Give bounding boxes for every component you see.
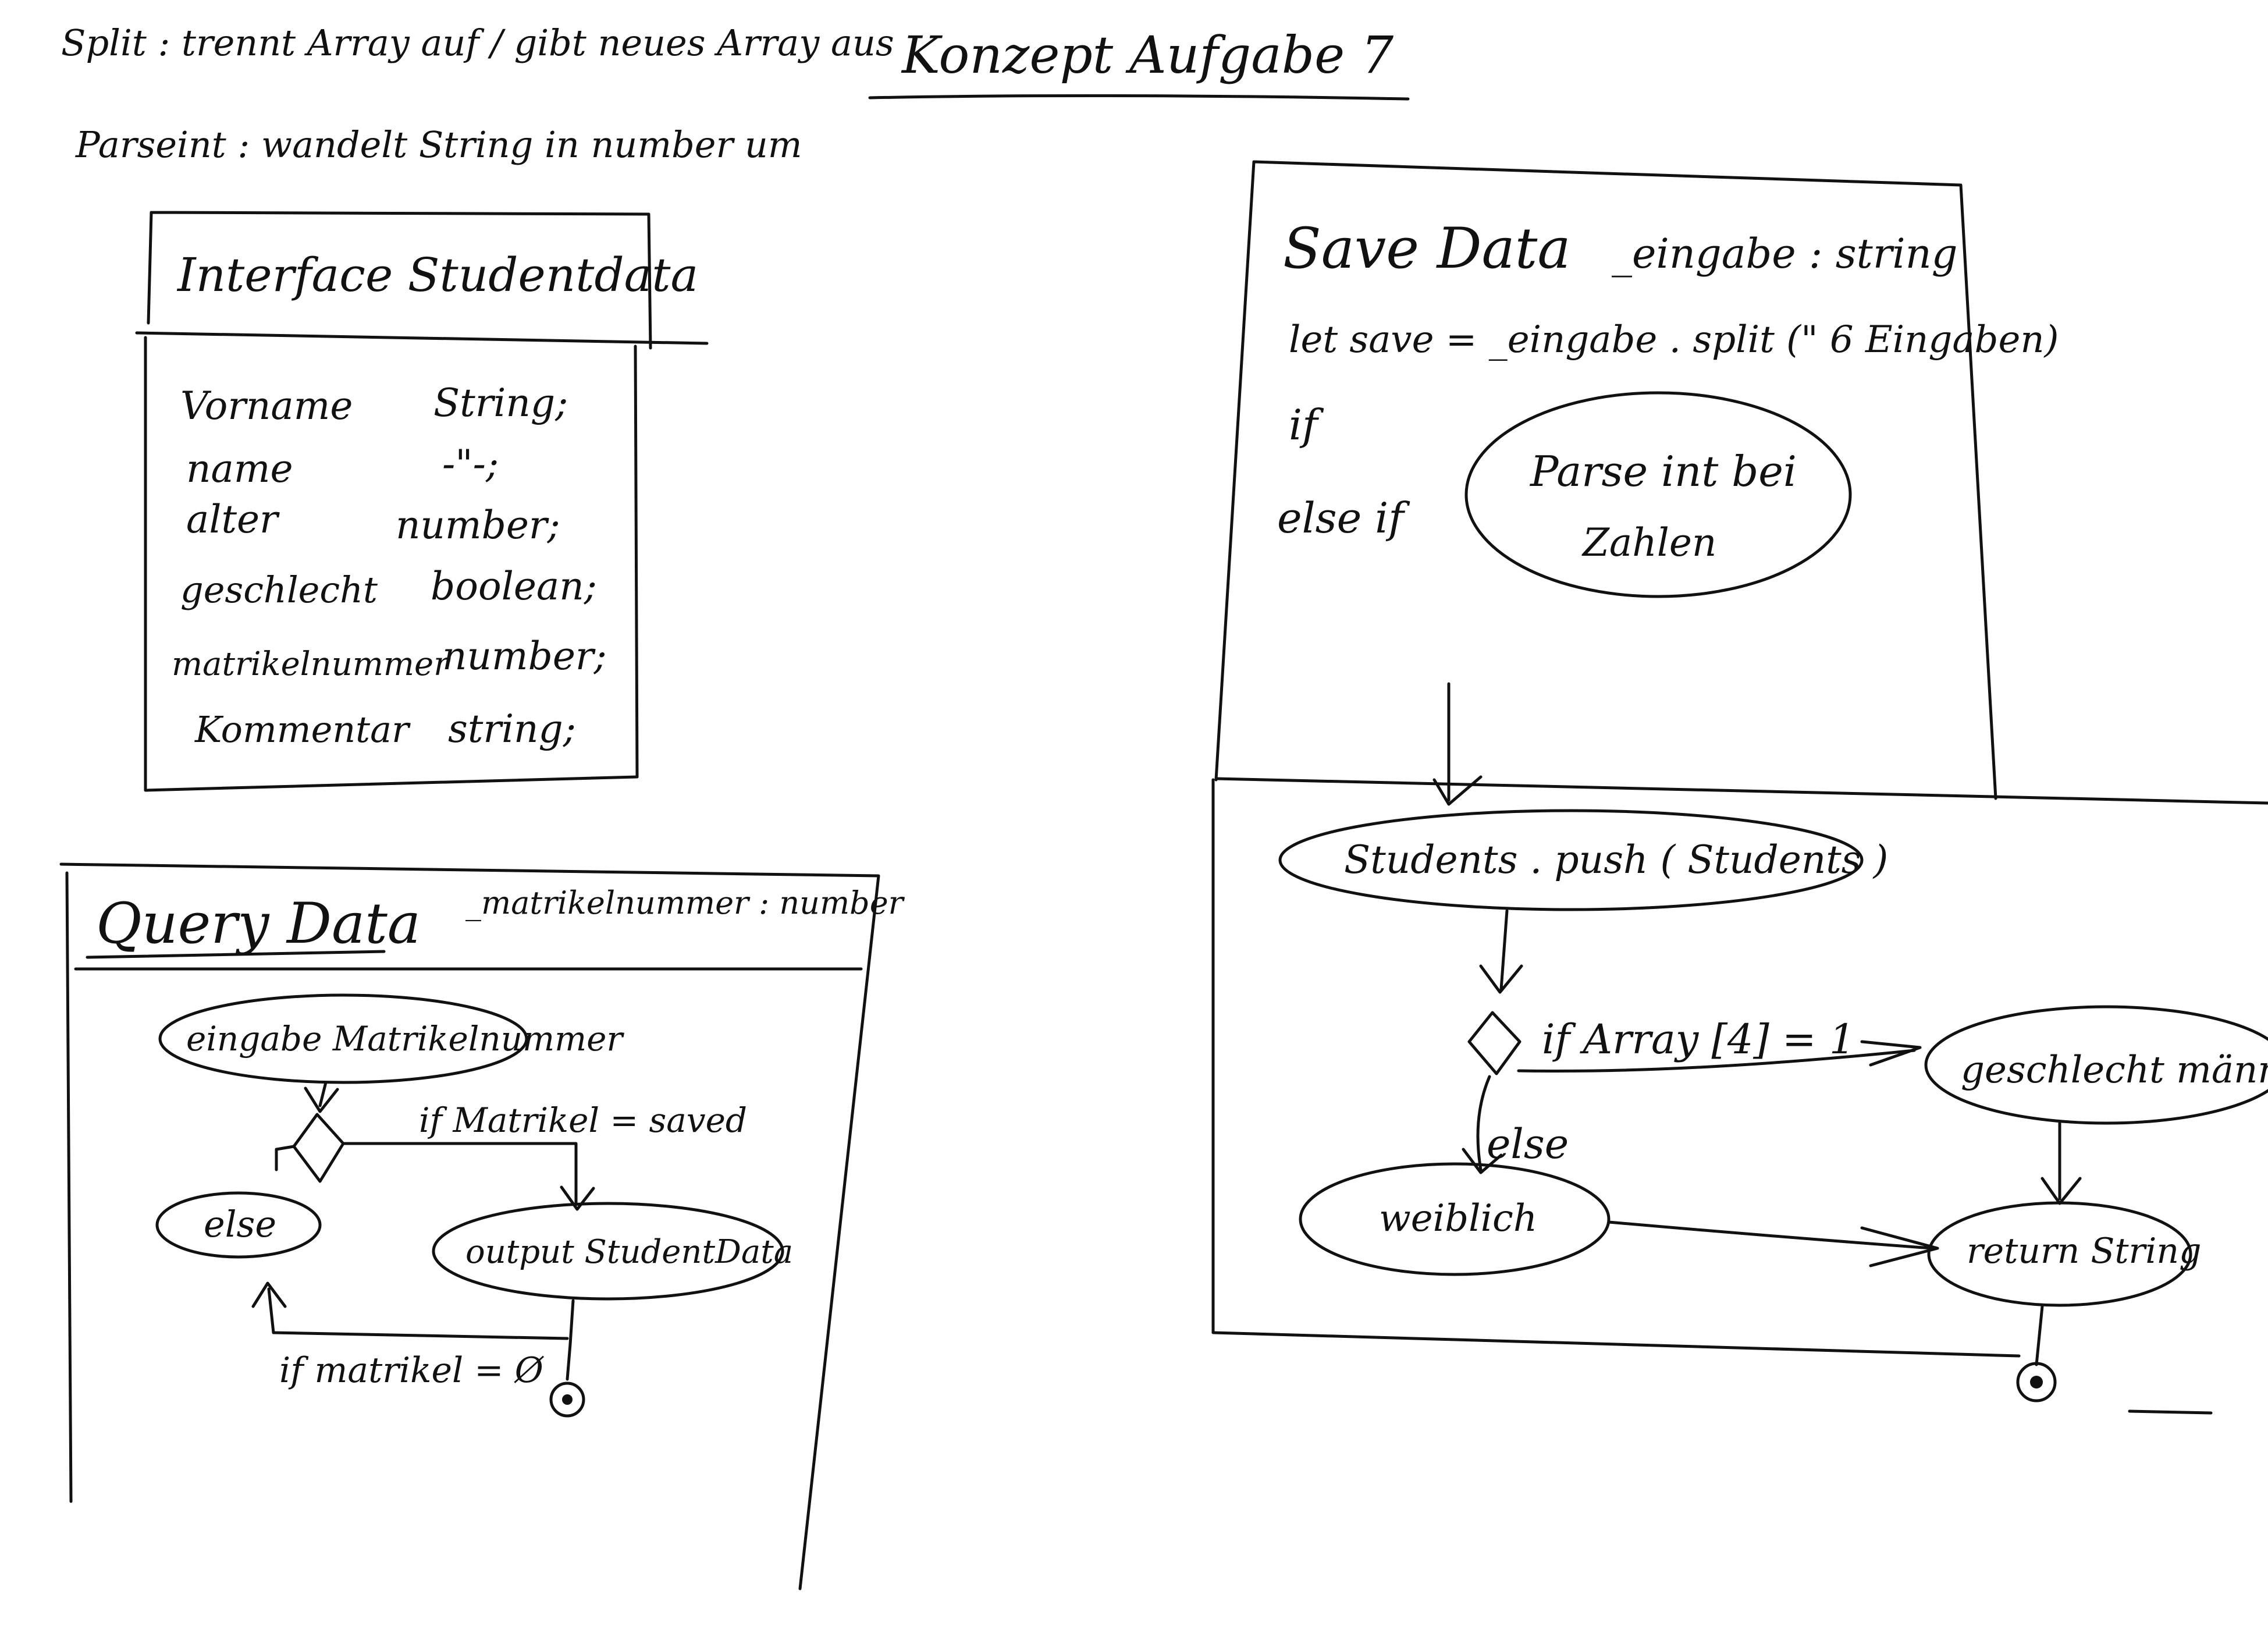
decision-diamond xyxy=(292,1113,345,1183)
if-empty-label: if matrikel = Ø xyxy=(279,1350,545,1391)
query-data-param: _matrikelnummer : number xyxy=(465,885,905,921)
parseint-note: Parseint : wandelt String in number um xyxy=(75,123,802,166)
field-name: name xyxy=(186,446,293,491)
return-node-label: return String xyxy=(1967,1231,2201,1272)
push-node xyxy=(1278,809,1864,911)
flow-arrow xyxy=(1517,1040,1922,1073)
field-name: geschlecht xyxy=(180,569,378,611)
end-node-dot xyxy=(562,1394,573,1405)
decision-label: if Array [4] = 1 xyxy=(1542,1015,1855,1063)
end-node xyxy=(549,1382,585,1418)
flow-arrow xyxy=(2035,1305,2044,1366)
parse-int-label: Zahlen xyxy=(1581,520,1716,565)
interface-body-frame xyxy=(144,336,639,792)
save-data-frame: Save Data _eingabe : string let save = _… xyxy=(1211,160,2268,1415)
field-name: alter xyxy=(186,497,280,542)
else-node xyxy=(155,1191,322,1259)
end-node xyxy=(2016,1362,2057,1402)
parse-int-label: Parse int bei xyxy=(1529,447,1797,496)
input-node-label: eingabe Matrikelnummer xyxy=(186,1019,624,1059)
male-node xyxy=(1924,1005,2268,1125)
field-type: string; xyxy=(448,706,576,751)
interface-title: Interface Studentdata xyxy=(176,248,698,302)
flow-line xyxy=(568,1299,575,1346)
save-let-line: let save = _eingabe . split (" 6 Eingabe… xyxy=(1289,318,2059,361)
female-node xyxy=(1299,1162,1611,1276)
flow-arrow xyxy=(342,1142,595,1211)
interface-divider xyxy=(135,331,709,345)
flow-arrow xyxy=(2041,1121,2082,1205)
query-data-title: Query Data xyxy=(96,891,421,956)
field-type: number; xyxy=(442,634,607,679)
save-if-line: if xyxy=(1289,400,1324,449)
flow-line xyxy=(275,1145,296,1171)
save-data-title: Save Data xyxy=(1283,216,1571,281)
save-data-param: _eingabe : string xyxy=(1612,230,1958,278)
decision-diamond xyxy=(1467,1011,1522,1075)
interface-box: Interface Studentdata Vorname String; na… xyxy=(135,211,709,792)
flow-arrow xyxy=(1607,1220,1939,1267)
split-note: Split : trennt Array auf / gibt neues Ar… xyxy=(61,22,894,64)
flow-arrow xyxy=(1479,909,1523,994)
return-node xyxy=(1927,1201,2192,1307)
flow-line xyxy=(566,1343,572,1381)
field-type: String; xyxy=(433,381,568,425)
query-title-underline xyxy=(86,950,386,959)
field-type: -"-; xyxy=(442,442,499,487)
title-underline xyxy=(868,94,1410,101)
query-data-frame: Query Data _matrikelnummer : number eing… xyxy=(59,862,905,1590)
field-name: Vorname xyxy=(180,383,353,428)
save-data-divider xyxy=(1214,777,2268,805)
input-node xyxy=(158,993,528,1084)
field-name: matrikelnummer xyxy=(172,645,451,683)
flow-arrow xyxy=(1462,1075,1503,1174)
end-node-trail xyxy=(2128,1409,2213,1415)
output-node xyxy=(432,1202,784,1301)
parse-int-bubble xyxy=(1464,391,1852,598)
female-node-label: weiblich xyxy=(1379,1197,1537,1240)
flow-arrow xyxy=(1432,682,1483,806)
push-node-label: Students . push ( Students ) xyxy=(1344,837,1888,882)
query-data-box xyxy=(59,862,880,1590)
output-node-label: output StudentData xyxy=(465,1233,793,1271)
else-label: else xyxy=(1487,1120,1569,1168)
save-data-box xyxy=(1214,160,1997,800)
page-title: Konzept Aufgabe 7 xyxy=(901,25,1393,85)
flow-arrow xyxy=(304,1081,339,1113)
field-name: Kommentar xyxy=(194,708,411,751)
end-node-dot xyxy=(2030,1376,2043,1389)
else-node-label: else xyxy=(204,1203,276,1245)
save-data-lower-border xyxy=(1211,778,2021,1358)
if-saved-label: if Matrikel = saved xyxy=(419,1100,747,1140)
field-type: number; xyxy=(396,503,560,548)
save-else-if-line: else if xyxy=(1277,493,1410,542)
flow-arrow xyxy=(251,1281,569,1340)
interface-header-frame xyxy=(147,211,652,350)
field-type: boolean; xyxy=(431,564,597,609)
male-node-label: geschlecht männlich xyxy=(1961,1049,2268,1092)
